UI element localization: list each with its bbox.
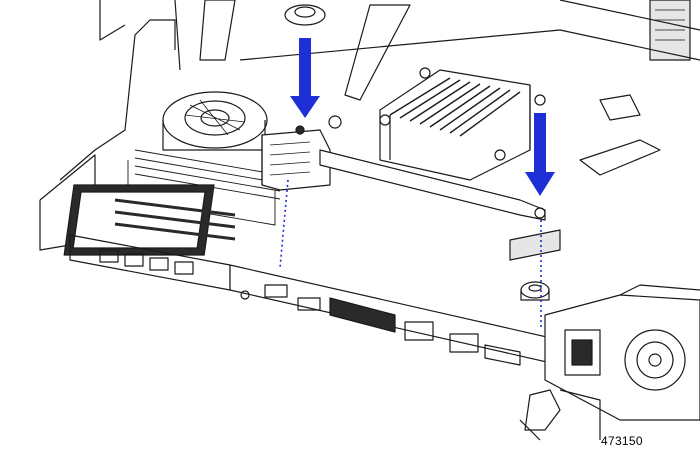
riser-bracket	[261, 115, 342, 191]
coin-battery	[284, 4, 326, 26]
chassis-line-art	[39, 0, 700, 441]
fan	[162, 91, 268, 151]
arrows	[290, 38, 555, 196]
guide-line-left	[279, 179, 289, 269]
rear-io-panel	[229, 264, 561, 366]
figure-id-label: 473150	[601, 434, 643, 448]
pcie-slots	[199, 0, 691, 101]
standoff	[520, 281, 550, 301]
power-supply	[544, 284, 700, 421]
guide-lines	[279, 179, 542, 330]
support-bar	[319, 94, 546, 221]
down-arrow-left	[290, 38, 320, 118]
riser-connector-left	[63, 184, 236, 256]
down-arrow-right	[525, 113, 555, 196]
heatsink	[379, 67, 531, 181]
